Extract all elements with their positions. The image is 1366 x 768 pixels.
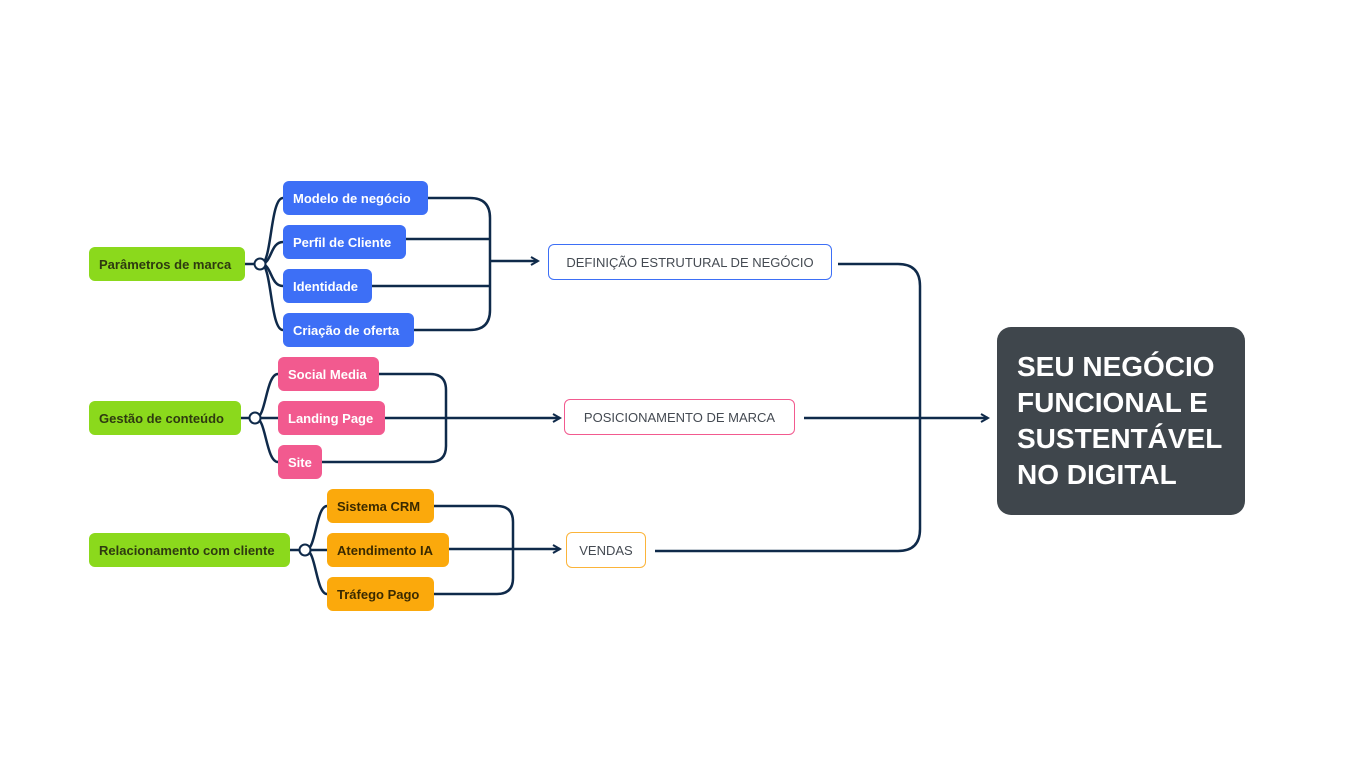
category-content-management[interactable]: Gestão de conteúdo bbox=[89, 401, 241, 435]
subtopic-label: Site bbox=[288, 454, 312, 470]
branch-line bbox=[255, 416, 279, 464]
subtopic-social-media[interactable]: Social Media bbox=[278, 357, 379, 391]
category-label: Parâmetros de marca bbox=[99, 256, 232, 272]
bracket-line bbox=[414, 196, 492, 332]
final-goal-line: SUSTENTÁVEL bbox=[1017, 423, 1223, 454]
subtopic-landing-page[interactable]: Landing Page bbox=[278, 401, 385, 435]
subtopic-label: Social Media bbox=[288, 366, 367, 382]
branch-line bbox=[255, 372, 279, 420]
final-goal-box[interactable]: SEU NEGÓCIO FUNCIONAL E SUSTENTÁVEL NO D… bbox=[997, 327, 1245, 515]
subtopic-label: Tráfego Pago bbox=[337, 586, 420, 602]
subtopic-identity[interactable]: Identidade bbox=[283, 269, 372, 303]
subtopic-crm-system[interactable]: Sistema CRM bbox=[327, 489, 434, 523]
outcome-label: VENDAS bbox=[579, 542, 633, 558]
subtopic-business-model[interactable]: Modelo de negócio bbox=[283, 181, 428, 215]
subtopic-label: Atendimento IA bbox=[337, 542, 434, 558]
final-goal-line: FUNCIONAL E bbox=[1017, 387, 1208, 418]
final-goal-text: SEU NEGÓCIO FUNCIONAL E SUSTENTÁVEL NO D… bbox=[1017, 349, 1222, 493]
subtopic-label: Criação de oferta bbox=[293, 322, 400, 338]
merge-line bbox=[655, 262, 922, 553]
subtopic-offer-creation[interactable]: Criação de oferta bbox=[283, 313, 414, 347]
outcome-label: DEFINIÇÃO ESTRUTURAL DE NEGÓCIO bbox=[566, 254, 814, 270]
category-label: Relacionamento com cliente bbox=[99, 542, 275, 558]
final-goal-line: NO DIGITAL bbox=[1017, 459, 1177, 490]
subtopic-paid-traffic[interactable]: Tráfego Pago bbox=[327, 577, 434, 611]
outcome-label: POSICIONAMENTO DE MARCA bbox=[583, 409, 776, 425]
subtopic-site[interactable]: Site bbox=[278, 445, 322, 479]
subtopic-label: Modelo de negócio bbox=[293, 190, 411, 206]
subtopic-label: Landing Page bbox=[288, 410, 374, 426]
junction-dot bbox=[253, 257, 267, 271]
category-label: Gestão de conteúdo bbox=[99, 410, 224, 426]
outcome-brand-positioning[interactable]: POSICIONAMENTO DE MARCA bbox=[564, 399, 795, 435]
branch-line bbox=[305, 548, 328, 596]
outcome-sales[interactable]: VENDAS bbox=[566, 532, 646, 568]
category-customer-relationship[interactable]: Relacionamento com cliente bbox=[89, 533, 290, 567]
final-goal-line: SEU NEGÓCIO bbox=[1017, 351, 1215, 382]
outcome-business-structure[interactable]: DEFINIÇÃO ESTRUTURAL DE NEGÓCIO bbox=[548, 244, 832, 280]
subtopic-customer-profile[interactable]: Perfil de Cliente bbox=[283, 225, 406, 259]
junction-dot bbox=[248, 411, 262, 425]
subtopic-ai-service[interactable]: Atendimento IA bbox=[327, 533, 449, 567]
junction-dot bbox=[298, 543, 312, 557]
category-brand-parameters[interactable]: Parâmetros de marca bbox=[89, 247, 245, 281]
branch-line bbox=[305, 504, 328, 552]
subtopic-label: Sistema CRM bbox=[337, 498, 421, 514]
subtopic-label: Identidade bbox=[293, 278, 359, 294]
subtopic-label: Perfil de Cliente bbox=[293, 234, 392, 250]
